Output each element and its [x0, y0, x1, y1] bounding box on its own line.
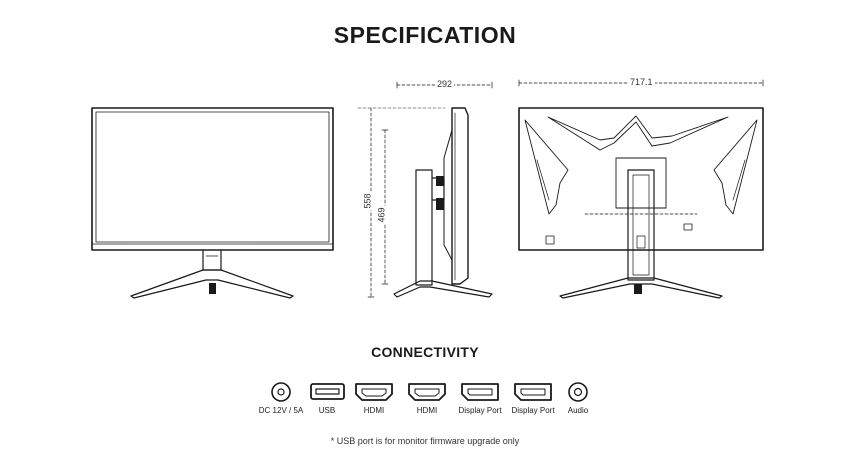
port-label-audio: Audio [567, 406, 589, 415]
usb-footnote: * USB port is for monitor firmware upgra… [330, 436, 520, 446]
port-label-hdmi-2: HDMI [416, 406, 438, 415]
screen-height-dimension: 469 [376, 205, 387, 225]
connectivity-title: CONNECTIVITY [371, 344, 479, 360]
port-label-displayport-2: Display Port [511, 406, 555, 415]
side-view [357, 81, 493, 298]
audio-icon [568, 382, 588, 402]
port-label-displayport-1: Display Port [458, 406, 502, 415]
side-depth-dimension: 292 [435, 79, 455, 89]
front-view [91, 107, 334, 299]
page-title: SPECIFICATION [333, 22, 517, 48]
port-icons [271, 382, 588, 402]
port-label-dc: DC 12V / 5A [258, 406, 304, 415]
total-height-dimension: 558 [362, 191, 373, 211]
hdmi-icon [408, 383, 446, 401]
back-view [518, 79, 764, 299]
displayport-icon [514, 383, 552, 401]
back-width-dimension: 717.1 [628, 77, 655, 87]
port-label-hdmi-1: HDMI [363, 406, 385, 415]
hdmi-icon [355, 383, 393, 401]
port-label-usb: USB [318, 406, 336, 415]
displayport-icon [461, 383, 499, 401]
usb-icon [310, 383, 345, 400]
dc-power-icon [271, 382, 291, 402]
